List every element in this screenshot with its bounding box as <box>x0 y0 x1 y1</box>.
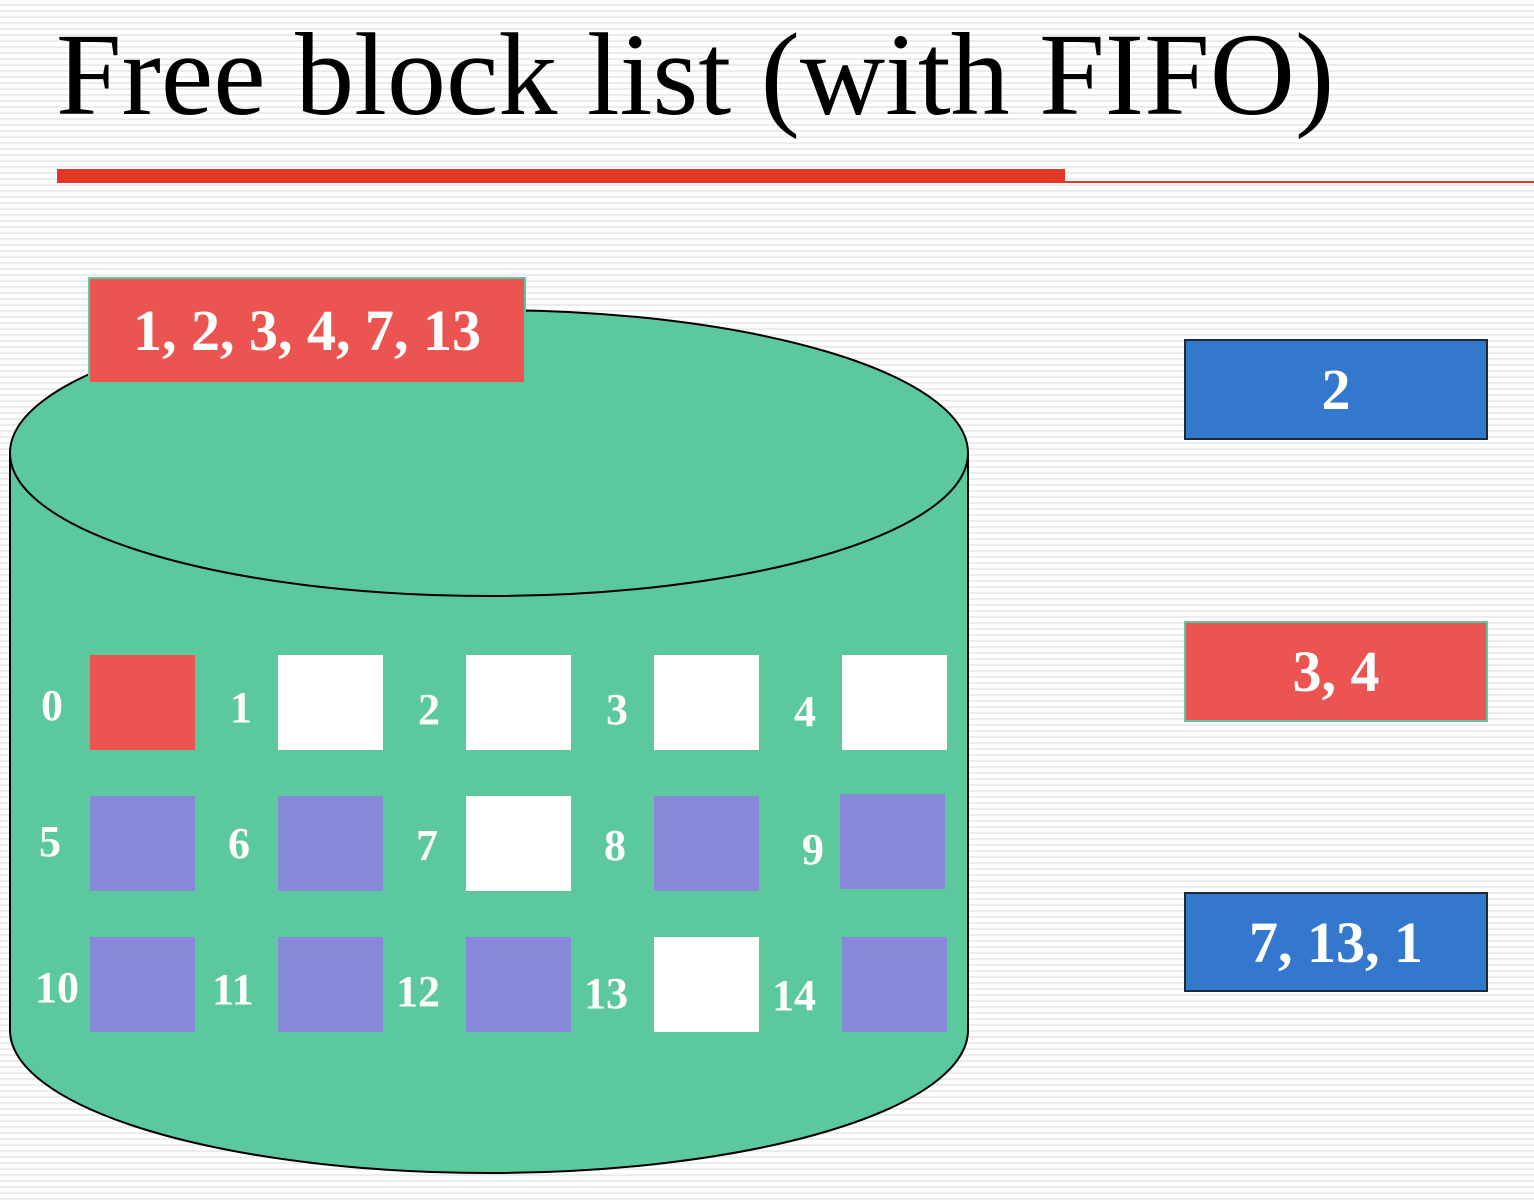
free-list-label: 1, 2, 3, 4, 7, 13 <box>88 277 526 384</box>
block-number-9: 9 <box>802 825 824 874</box>
block-number-7: 7 <box>416 821 438 870</box>
block-3 <box>654 655 759 750</box>
block-5 <box>90 796 195 891</box>
block-number-14: 14 <box>772 971 816 1020</box>
block-number-3: 3 <box>606 685 628 734</box>
block-number-8: 8 <box>604 821 626 870</box>
block-1 <box>278 655 383 750</box>
block-2 <box>466 655 571 750</box>
block-number-11: 11 <box>212 965 254 1014</box>
block-number-13: 13 <box>584 969 628 1018</box>
block-number-2: 2 <box>418 685 440 734</box>
block-12 <box>466 937 571 1032</box>
block-6 <box>278 796 383 891</box>
block-number-1: 1 <box>230 683 252 732</box>
block-8 <box>654 796 759 891</box>
block-9 <box>840 794 945 889</box>
block-number-4: 4 <box>794 687 816 736</box>
block-number-12: 12 <box>396 967 440 1016</box>
block-13 <box>654 937 759 1032</box>
block-4 <box>842 655 947 750</box>
block-number-6: 6 <box>228 819 250 868</box>
fifo-box-1: 2 <box>1184 339 1488 440</box>
block-11 <box>278 937 383 1032</box>
block-number-5: 5 <box>39 817 61 866</box>
block-number-0: 0 <box>41 681 63 730</box>
block-number-10: 10 <box>35 963 79 1012</box>
fifo-box-3: 7, 13, 1 <box>1184 892 1488 992</box>
title-underline-thick <box>57 169 1065 183</box>
block-0 <box>90 655 195 750</box>
block-10 <box>90 937 195 1032</box>
title-underline-thin <box>1065 181 1534 183</box>
fifo-box-2: 3, 4 <box>1184 621 1488 722</box>
block-7 <box>466 796 571 891</box>
page-title: Free block list (with FIFO) <box>56 9 1335 140</box>
block-14 <box>842 937 947 1032</box>
